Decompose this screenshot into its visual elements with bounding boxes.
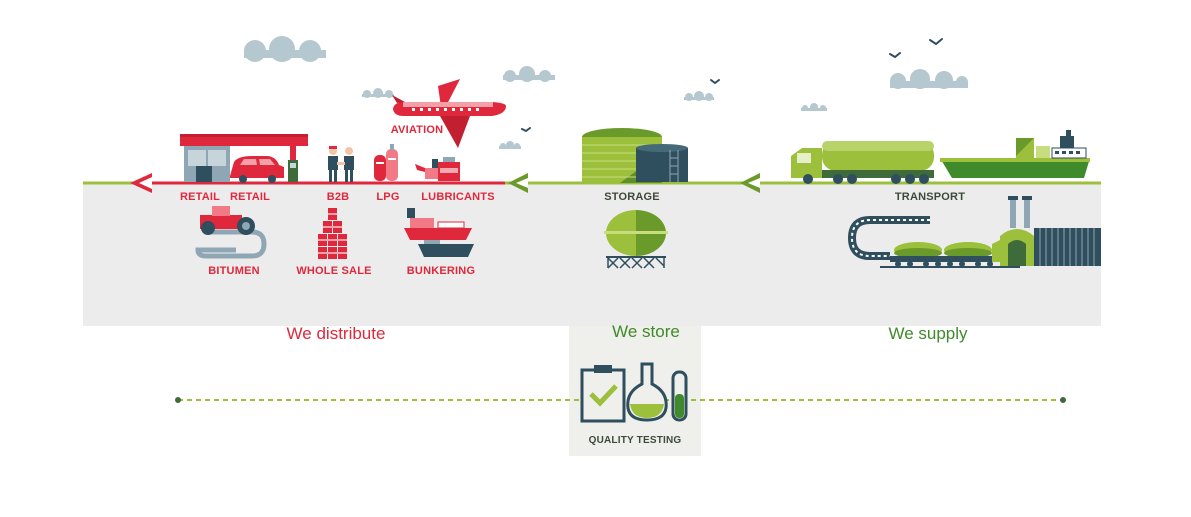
cloud-icon [244,36,326,62]
label-retail: RETAIL [229,191,271,203]
cloud-icon [503,66,555,82]
label-b2b: B2B [326,191,350,203]
line-endpoint [1060,397,1066,403]
line-endpoint [175,397,181,403]
car-icon [230,156,284,183]
label-bitumen: BITUMEN [208,265,260,277]
title-we-supply: We supply [888,324,968,343]
label-retail: RETAIL [179,191,221,203]
label-lpg: LPG [376,191,400,203]
factory-icon [1000,196,1101,266]
bird-icon [521,127,531,133]
gas-cylinder-icon [374,144,398,181]
fuel-pump-icon [288,160,298,182]
label-quality-testing: QUALITY TESTING [588,435,682,446]
label-lubricants: LUBRICANTS [421,191,495,203]
oil-can-icon [415,157,460,181]
storage-tank-icon [582,128,688,183]
test-tube-icon [671,370,688,422]
cloud-icon [362,88,394,98]
spherical-tank-icon [604,210,668,269]
steamroller-icon [195,206,267,259]
clipboard-check-icon [580,365,626,423]
label-transport: TRANSPORT [894,191,966,203]
airplane-icon [392,79,506,148]
tanker-truck-icon [791,141,934,184]
people-icon [328,146,354,182]
arrow-left-icon [130,173,152,193]
label-storage: STORAGE [604,191,660,203]
title-we-distribute: We distribute [286,324,386,343]
cloud-icon [499,141,521,149]
bird-icon [929,38,943,46]
barrels-icon [318,208,347,259]
title-we-store: We store [612,322,680,341]
bird-icon [710,79,720,85]
label-aviation: AVIATION [390,124,444,136]
arrow-left-icon [740,173,760,193]
cloud-icon [801,103,827,111]
bird-icon [889,52,901,59]
label-bunkering: BUNKERING [406,265,476,277]
cloud-icon [890,69,968,89]
flask-icon [626,362,668,422]
arrow-left-icon [508,173,528,193]
boat-icon [404,208,474,257]
cloud-icon [684,91,714,101]
label-wholesale: WHOLE SALE [296,265,372,277]
ship-icon [940,130,1090,178]
